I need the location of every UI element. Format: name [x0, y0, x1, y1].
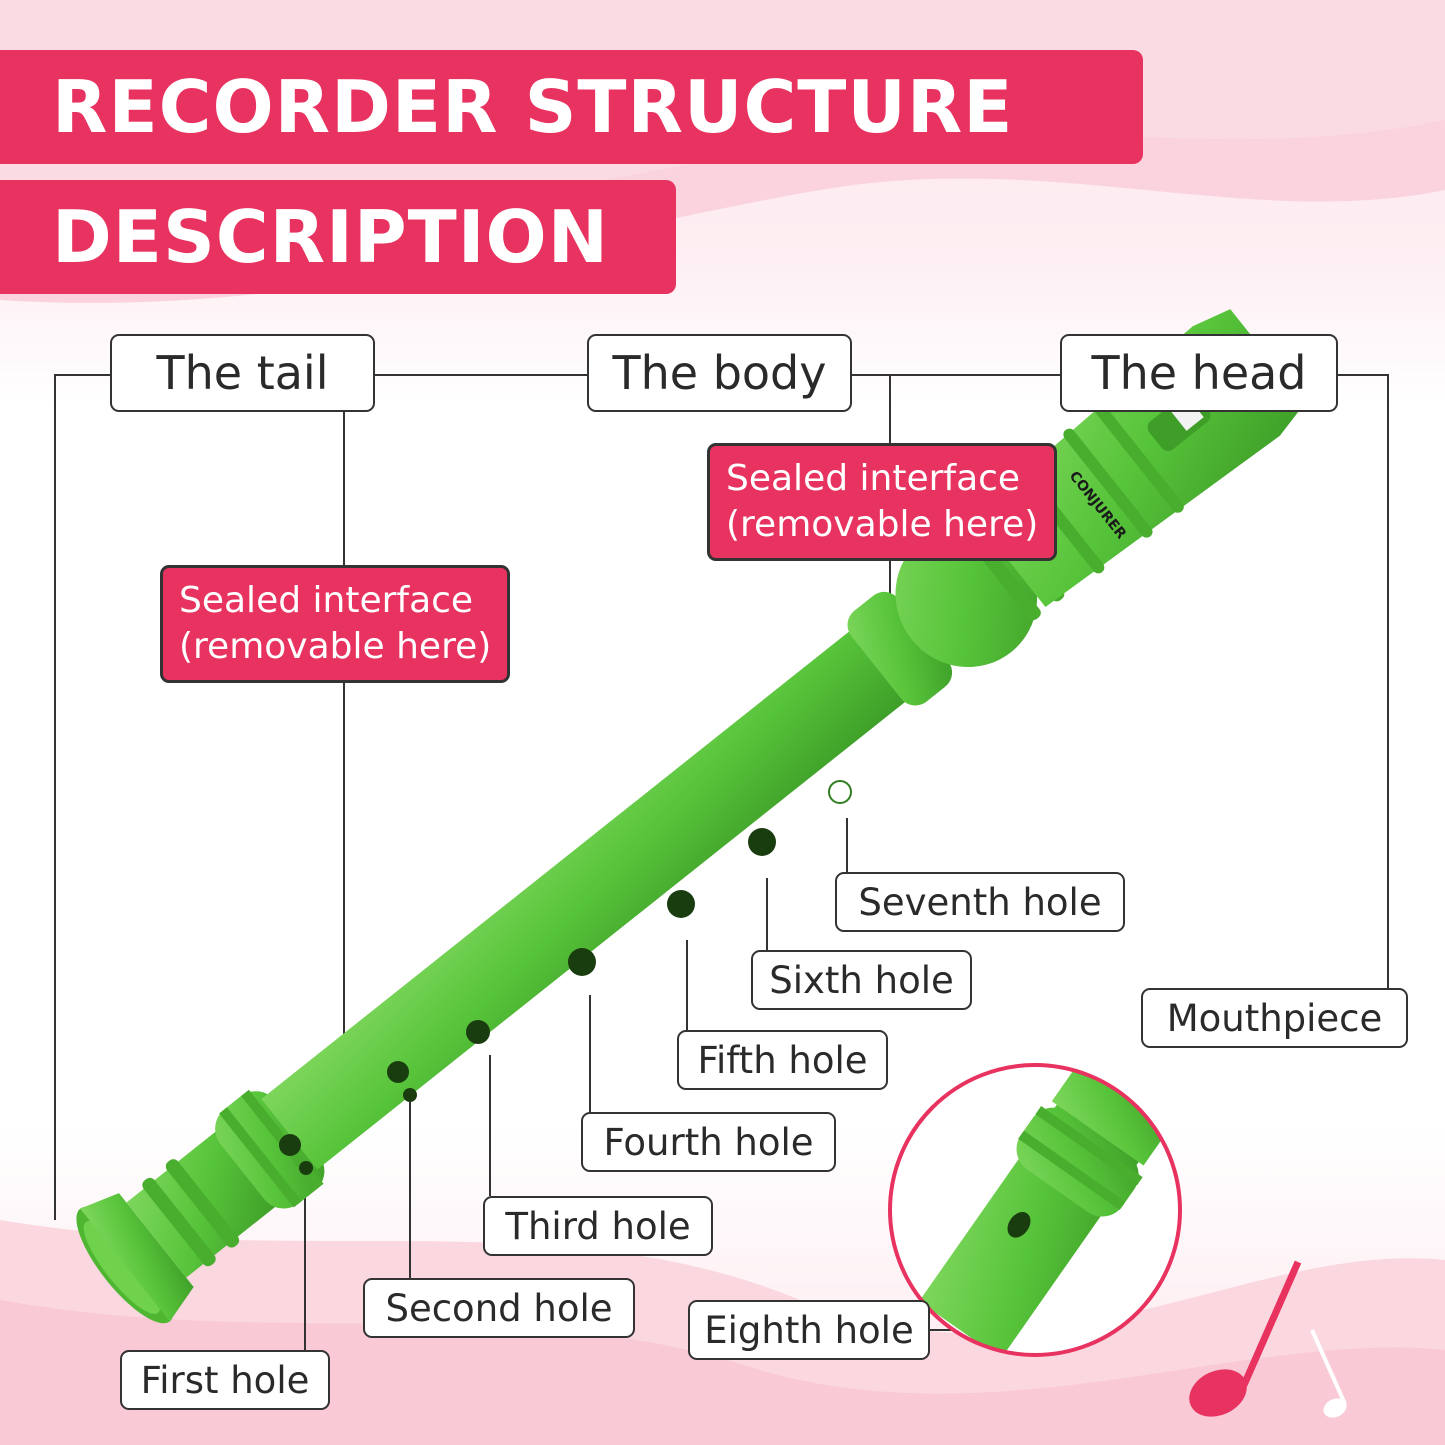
connector-lines	[54, 374, 1389, 1350]
section-label-head: The head	[1060, 334, 1338, 412]
section-label-tail: The tail	[110, 334, 375, 412]
label-seventh-hole: Seventh hole	[835, 872, 1125, 932]
label-first-hole: First hole	[120, 1350, 330, 1410]
section-label-body: The body	[587, 334, 852, 412]
music-note-small-icon	[1310, 1329, 1347, 1418]
music-note-icon	[1189, 1260, 1302, 1417]
title-line2: DESCRIPTION	[52, 195, 610, 279]
label-third-hole: Third hole	[483, 1196, 713, 1256]
title-banner-line2: DESCRIPTION	[0, 180, 676, 294]
label-fifth-hole: Fifth hole	[677, 1030, 888, 1090]
recorder-holes	[279, 780, 852, 1175]
label-sixth-hole: Sixth hole	[751, 950, 972, 1010]
zoom-circle-border	[888, 1063, 1182, 1357]
title-banner-line1: RECORDER STRUCTURE	[0, 50, 1143, 164]
interface-callout-body: Sealed interface (removable here)	[707, 443, 1058, 561]
label-eighth-hole: Eighth hole	[688, 1300, 930, 1360]
label-second-hole: Second hole	[363, 1278, 635, 1338]
eighth-hole-zoom	[890, 1065, 1180, 1355]
title-line1: RECORDER STRUCTURE	[52, 65, 1014, 149]
label-mouthpiece: Mouthpiece	[1141, 988, 1408, 1048]
interface-callout-tail: Sealed interface (removable here)	[160, 565, 511, 683]
label-fourth-hole: Fourth hole	[581, 1112, 836, 1172]
